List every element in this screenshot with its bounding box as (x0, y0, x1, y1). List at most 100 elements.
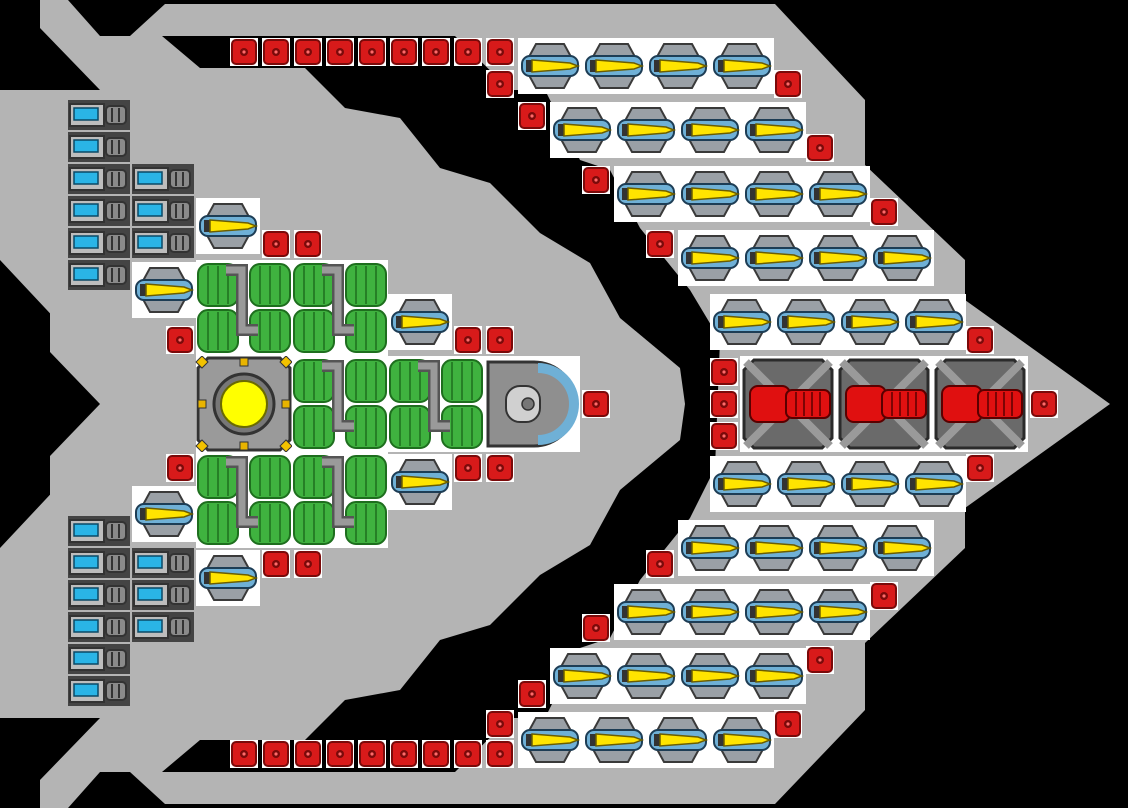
armor-block-icon[interactable] (582, 390, 610, 418)
battery-icon[interactable] (68, 676, 130, 706)
thruster-icon[interactable] (518, 38, 582, 94)
armor-block-icon[interactable] (518, 680, 546, 708)
armor-block-icon[interactable] (358, 740, 386, 768)
thruster-icon[interactable] (870, 230, 934, 286)
armor-block-icon[interactable] (230, 38, 258, 66)
armor-block-icon[interactable] (454, 38, 482, 66)
battery-icon[interactable] (132, 196, 194, 226)
armor-block-icon[interactable] (806, 646, 834, 674)
armor-block-icon[interactable] (646, 550, 674, 578)
armor-block-icon[interactable] (710, 390, 738, 418)
armor-block-icon[interactable] (486, 710, 514, 738)
armor-block-icon[interactable] (966, 454, 994, 482)
thruster-icon[interactable] (710, 38, 774, 94)
battery-icon[interactable] (68, 196, 130, 226)
conduit-pipe-icon[interactable] (196, 452, 292, 548)
thruster-icon[interactable] (646, 38, 710, 94)
armor-block-icon[interactable] (262, 550, 290, 578)
armor-block-icon[interactable] (646, 230, 674, 258)
laser-cannon-icon[interactable] (740, 356, 836, 452)
thruster-icon[interactable] (710, 294, 774, 350)
thruster-icon[interactable] (678, 230, 742, 286)
battery-icon[interactable] (68, 548, 130, 578)
armor-block-icon[interactable] (518, 102, 546, 130)
cockpit-icon[interactable] (484, 356, 580, 452)
thruster-icon[interactable] (742, 166, 806, 222)
thruster-icon[interactable] (132, 262, 196, 318)
thruster-icon[interactable] (678, 584, 742, 640)
thruster-icon[interactable] (806, 520, 870, 576)
armor-block-icon[interactable] (294, 550, 322, 578)
thruster-icon[interactable] (742, 102, 806, 158)
thruster-icon[interactable] (678, 648, 742, 704)
thruster-icon[interactable] (388, 454, 452, 510)
armor-block-icon[interactable] (326, 38, 354, 66)
armor-block-icon[interactable] (870, 198, 898, 226)
battery-icon[interactable] (132, 228, 194, 258)
armor-block-icon[interactable] (262, 230, 290, 258)
thruster-icon[interactable] (806, 230, 870, 286)
armor-block-icon[interactable] (422, 38, 450, 66)
thruster-icon[interactable] (582, 712, 646, 768)
armor-block-icon[interactable] (326, 740, 354, 768)
armor-block-icon[interactable] (294, 230, 322, 258)
armor-block-icon[interactable] (454, 454, 482, 482)
thruster-icon[interactable] (806, 584, 870, 640)
armor-block-icon[interactable] (454, 740, 482, 768)
thruster-icon[interactable] (196, 198, 260, 254)
thruster-icon[interactable] (742, 230, 806, 286)
armor-block-icon[interactable] (966, 326, 994, 354)
armor-block-icon[interactable] (774, 710, 802, 738)
armor-block-icon[interactable] (230, 740, 258, 768)
conduit-pipe-icon[interactable] (388, 356, 484, 452)
battery-icon[interactable] (68, 228, 130, 258)
conduit-pipe-icon[interactable] (196, 260, 292, 356)
armor-block-icon[interactable] (262, 740, 290, 768)
reactor-core-icon[interactable] (195, 355, 293, 453)
battery-icon[interactable] (68, 132, 130, 162)
armor-block-icon[interactable] (870, 582, 898, 610)
armor-block-icon[interactable] (486, 326, 514, 354)
thruster-icon[interactable] (774, 294, 838, 350)
thruster-icon[interactable] (678, 166, 742, 222)
armor-block-icon[interactable] (454, 326, 482, 354)
thruster-icon[interactable] (614, 584, 678, 640)
armor-block-icon[interactable] (710, 358, 738, 386)
thruster-icon[interactable] (550, 648, 614, 704)
thruster-icon[interactable] (678, 102, 742, 158)
thruster-icon[interactable] (710, 712, 774, 768)
battery-icon[interactable] (68, 644, 130, 674)
battery-icon[interactable] (68, 260, 130, 290)
thruster-icon[interactable] (132, 486, 196, 542)
battery-icon[interactable] (132, 164, 194, 194)
armor-block-icon[interactable] (390, 740, 418, 768)
thruster-icon[interactable] (196, 550, 260, 606)
thruster-icon[interactable] (582, 38, 646, 94)
battery-icon[interactable] (68, 580, 130, 610)
armor-block-icon[interactable] (166, 454, 194, 482)
conduit-pipe-icon[interactable] (292, 260, 388, 356)
battery-icon[interactable] (68, 516, 130, 546)
thruster-icon[interactable] (518, 712, 582, 768)
thruster-icon[interactable] (870, 520, 934, 576)
thruster-icon[interactable] (614, 102, 678, 158)
armor-block-icon[interactable] (710, 422, 738, 450)
thruster-icon[interactable] (678, 520, 742, 576)
armor-block-icon[interactable] (582, 166, 610, 194)
armor-block-icon[interactable] (486, 70, 514, 98)
thruster-icon[interactable] (710, 456, 774, 512)
armor-block-icon[interactable] (486, 38, 514, 66)
armor-block-icon[interactable] (262, 38, 290, 66)
armor-block-icon[interactable] (582, 614, 610, 642)
thruster-icon[interactable] (806, 166, 870, 222)
thruster-icon[interactable] (614, 166, 678, 222)
conduit-pipe-icon[interactable] (292, 356, 388, 452)
battery-icon[interactable] (68, 100, 130, 130)
thruster-icon[interactable] (550, 102, 614, 158)
battery-icon[interactable] (68, 612, 130, 642)
laser-cannon-icon[interactable] (836, 356, 932, 452)
thruster-icon[interactable] (646, 712, 710, 768)
armor-block-icon[interactable] (486, 454, 514, 482)
armor-block-icon[interactable] (774, 70, 802, 98)
thruster-icon[interactable] (742, 520, 806, 576)
